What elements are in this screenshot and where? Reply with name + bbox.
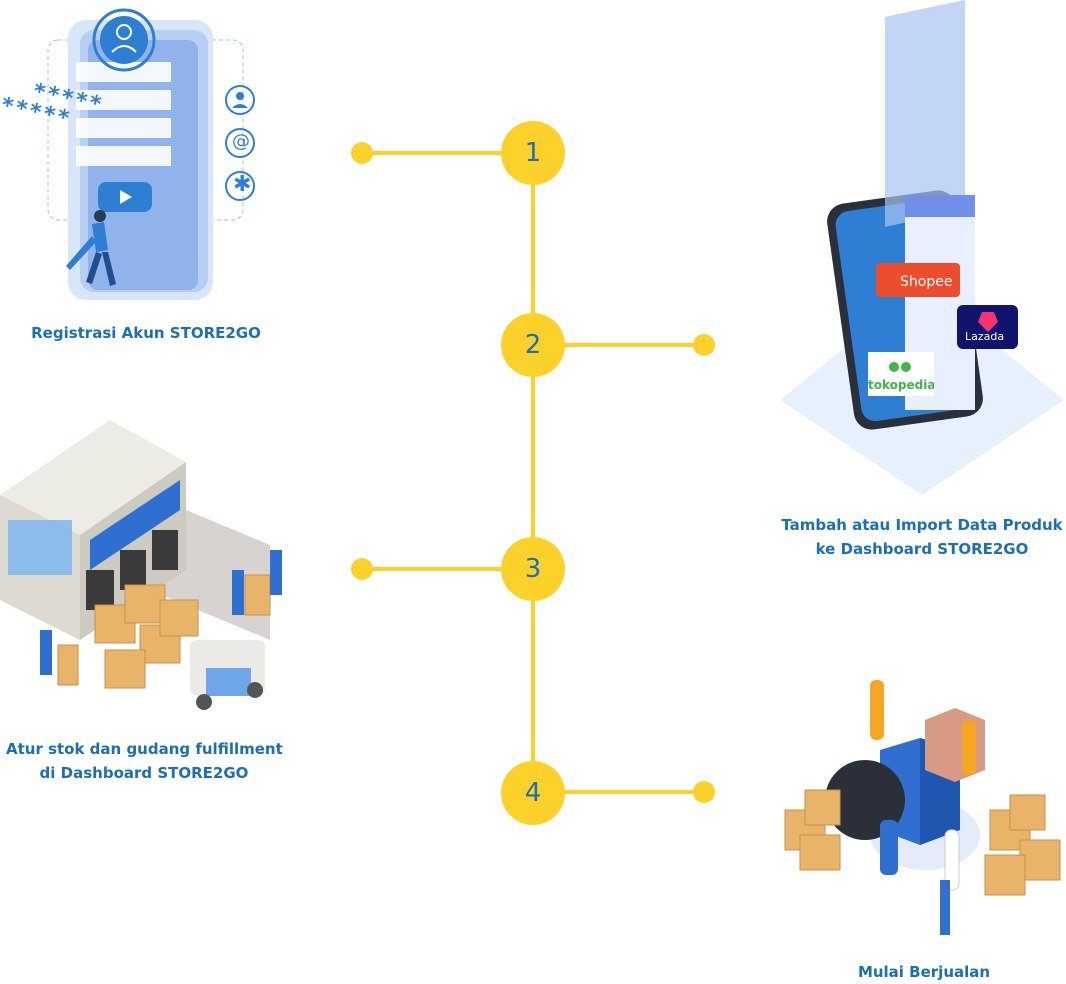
step-3-caption-line-2: di Dashboard STORE2GO — [39, 764, 249, 782]
step-3-caption-line-1: Atur stok dan gudang fulfillment — [6, 740, 283, 758]
step-1-caption-line: Registrasi Akun STORE2GO — [31, 324, 261, 342]
step-2-caption-line-1: Tambah atau Import Data Produk — [781, 516, 1063, 534]
step-circle-4: 4 — [501, 761, 565, 825]
step-3-caption: Atur stok dan gudang fulfillment di Dash… — [6, 737, 283, 785]
lazada-logo: Lazada — [965, 330, 1005, 343]
step-2-caption-line-2: ke Dashboard STORE2GO — [815, 540, 1029, 558]
at-icon-glyph: @ — [232, 131, 250, 152]
step-1-caption: Registrasi Akun STORE2GO — [20, 321, 272, 345]
step-2-caption: Tambah atau Import Data Produk ke Dashbo… — [781, 513, 1063, 561]
step-4-caption: Mulai Berjualan — [824, 960, 1024, 984]
branch-dot-2 — [693, 334, 715, 356]
branch-dot-1 — [351, 142, 373, 164]
branch-dot-3 — [351, 558, 373, 580]
shopee-logo: Shopee — [900, 274, 953, 290]
step-circle-3: 3 — [501, 537, 565, 601]
asterisk-icon-glyph: ✱ — [233, 172, 252, 197]
tokopedia-logo: tokopedia — [868, 378, 934, 392]
step-circle-2: 2 — [501, 313, 565, 377]
step-4-caption-line: Mulai Berjualan — [857, 963, 991, 981]
branch-dot-4 — [693, 781, 715, 803]
step-circle-1: 1 — [501, 121, 565, 185]
